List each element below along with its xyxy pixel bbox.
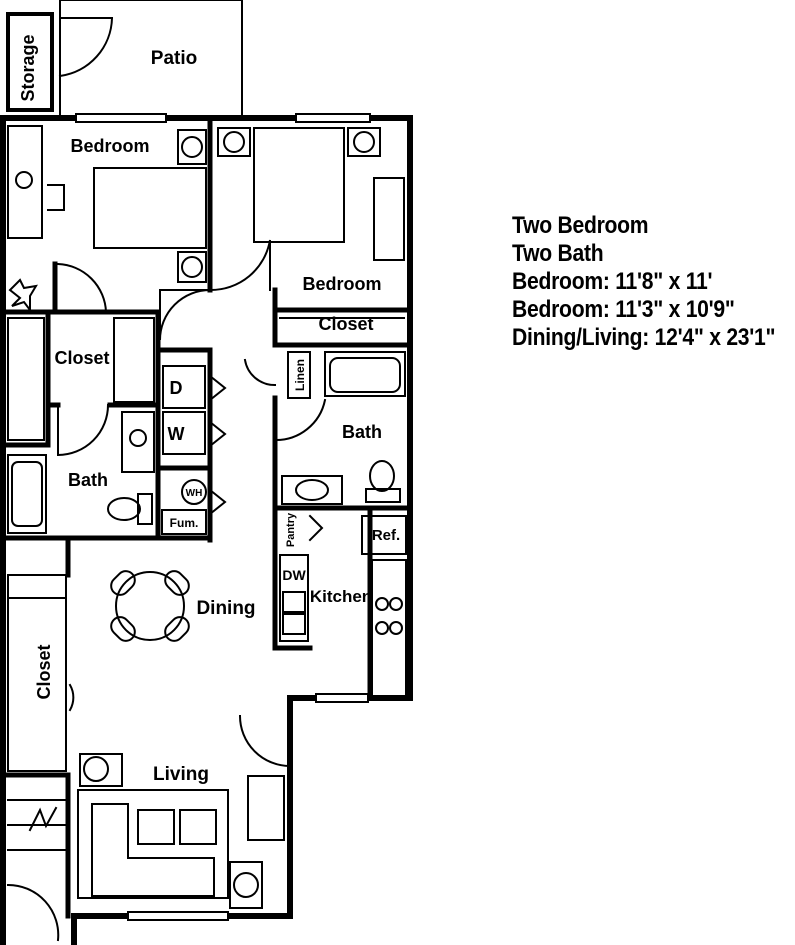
label-closet-right: Closet (318, 314, 373, 334)
unit-info: Two Bedroom Two Bath Bedroom: 11'8" x 11… (512, 212, 776, 352)
bedroom-1-size: Bedroom: 11'8" x 11' (512, 268, 713, 295)
fixtures (7, 125, 407, 909)
bedroom-2-size: Bedroom: 11'3" x 10'9" (512, 296, 735, 323)
dining-living-size: Dining/Living: 12'4" x 23'1" (512, 324, 776, 351)
label-refrigerator: Ref. (372, 527, 400, 544)
label-washer: W (168, 424, 185, 444)
label-bedroom-right: Bedroom (302, 274, 381, 294)
label-storage: Storage (18, 34, 38, 101)
room-labels: Storage Patio Bedroom Bedroom Closet Clo… (18, 34, 400, 785)
label-pantry: Pantry (285, 512, 297, 547)
exterior-walls (0, 12, 413, 945)
doors (6, 239, 327, 942)
label-bedroom-left: Bedroom (70, 136, 149, 156)
label-closet-left: Closet (54, 348, 109, 368)
label-linen: Linen (293, 359, 307, 391)
label-furnace: Fum. (170, 516, 199, 530)
label-patio: Patio (151, 48, 197, 69)
patio-outline (58, 0, 243, 119)
unit-type: Two Bedroom (512, 212, 649, 239)
label-dining: Dining (196, 598, 255, 619)
label-living: Living (153, 764, 209, 785)
label-dryer: D (170, 378, 183, 398)
interior-walls (0, 115, 413, 919)
label-closet-entry: Closet (34, 644, 54, 699)
label-bath-left: Bath (68, 470, 108, 490)
label-water-heater: WH (186, 488, 203, 499)
label-bath-right: Bath (342, 422, 382, 442)
label-kitchen: Kitchen (310, 587, 372, 606)
label-dishwasher: DW (282, 567, 306, 583)
bath-count: Two Bath (512, 240, 604, 267)
windows (75, 113, 371, 921)
